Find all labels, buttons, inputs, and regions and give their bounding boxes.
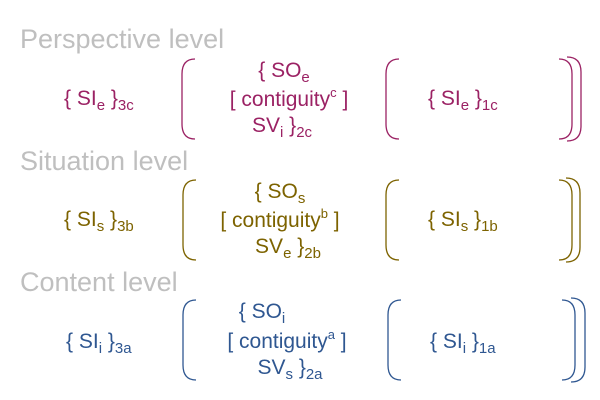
- situation-right-set: { SIs }1b: [428, 208, 498, 235]
- situation-inner-open-bracket: [385, 179, 400, 261]
- situation-level-title: Situation level: [20, 146, 189, 176]
- perspective-contiguity-term: [ contiguityc ]: [229, 85, 349, 111]
- perspective-inner-close-bracket: [558, 58, 573, 140]
- content-level-title: Content level: [20, 267, 178, 297]
- content-inner-open-bracket: [387, 299, 402, 381]
- situation-inner-close-bracket: [558, 179, 573, 261]
- content-inner-close-bracket: [561, 299, 576, 381]
- content-outer-close-bracket: [570, 297, 586, 383]
- perspective-inner-open-bracket: [385, 58, 400, 140]
- perspective-outer-open-bracket: [181, 58, 196, 140]
- perspective-left-set: { SIe }3c: [64, 87, 134, 114]
- situation-sv-term: SVe }2b: [255, 235, 321, 262]
- perspective-right-set: { SIe }1c: [428, 87, 498, 114]
- content-so-term: { SOi: [238, 300, 286, 327]
- situation-so-term: { SOs: [254, 180, 306, 207]
- perspective-sv-term: SVi }2c: [251, 114, 313, 141]
- situation-outer-close-bracket: [565, 177, 581, 263]
- content-sv-term: SVs }2a: [257, 356, 323, 383]
- perspective-level-title: Perspective level: [20, 24, 225, 54]
- situation-outer-open-bracket: [182, 179, 197, 261]
- situation-contiguity-term: [ contiguityb ]: [220, 206, 340, 232]
- content-right-set: { SIi }1a: [430, 330, 496, 357]
- content-left-set: { SIi }3a: [66, 330, 132, 357]
- perspective-so-term: { SOe: [258, 59, 310, 86]
- content-contiguity-term: [ contiguitya ]: [227, 327, 347, 353]
- content-outer-open-bracket: [182, 299, 197, 381]
- situation-left-set: { SIs }3b: [64, 208, 134, 235]
- perspective-outer-close-bracket: [566, 56, 582, 142]
